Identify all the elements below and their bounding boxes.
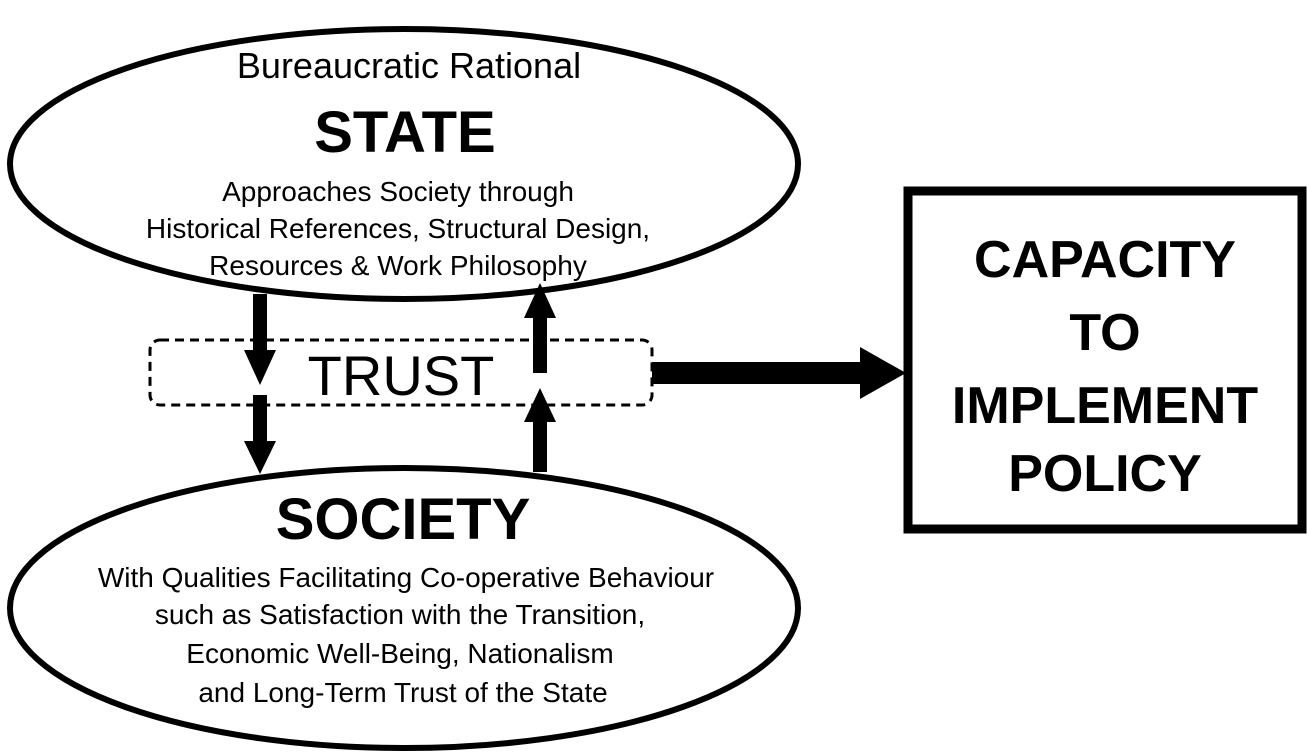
capacity-line-3: IMPLEMENT — [952, 377, 1258, 435]
trust-box — [148, 338, 654, 407]
society-description-line-1: With Qualities Facilitating Co-operative… — [98, 562, 714, 593]
state-subtitle: Bureaucratic Rational — [237, 45, 581, 86]
arrow-state-to-trust — [244, 294, 276, 385]
capacity-line-2: TO — [1069, 304, 1140, 362]
capacity-line-1: CAPACITY — [974, 231, 1236, 289]
arrow-trust-to-capacity — [652, 347, 906, 399]
society-description-line-2: such as Satisfaction with the Transition… — [155, 599, 645, 630]
society-description-line-3: Economic Well-Being, Nationalism — [186, 638, 613, 669]
arrow-trust-to-society — [244, 395, 276, 474]
arrow-trust-to-state — [524, 283, 556, 373]
society-title: SOCIETY — [276, 487, 531, 552]
state-title: STATE — [314, 100, 496, 165]
capacity-box — [903, 186, 1307, 534]
society-description-line-4: and Long-Term Trust of the State — [198, 677, 607, 708]
arrow-society-to-trust — [524, 388, 556, 472]
state-description-line-2: Historical References, Structural Design… — [146, 213, 650, 244]
society-ellipse — [7, 465, 801, 751]
state-description-line-1: Approaches Society through — [222, 176, 574, 207]
state-description-line-3: Resources & Work Philosophy — [209, 250, 587, 281]
state-ellipse — [7, 26, 801, 302]
capacity-line-4: POLICY — [1008, 445, 1202, 503]
trust-label: TRUST — [308, 344, 495, 407]
